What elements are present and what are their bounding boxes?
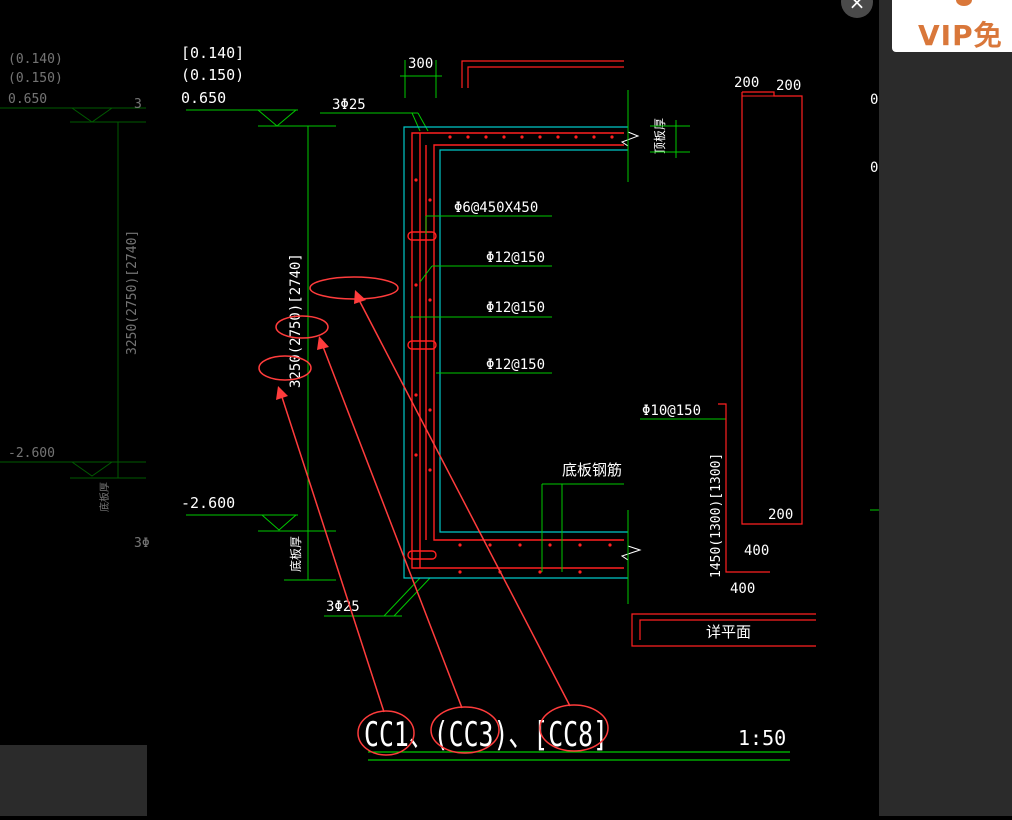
detail-ref-label: 详平面 xyxy=(706,623,751,641)
annotation-circle-cc8 xyxy=(539,704,609,752)
rebar-dots xyxy=(414,135,614,574)
annotation-circle-height-plain xyxy=(258,355,312,381)
horizontal-rebar-label-3: Φ12@150 xyxy=(486,357,545,373)
annotation-arrow-cc3 xyxy=(321,343,463,709)
wall-width-dim: 300 xyxy=(408,56,433,72)
detail-dim-top-left: 200 xyxy=(734,75,759,91)
wall-inner-outline xyxy=(439,149,628,533)
height-dim: 3250(2750)[2740] xyxy=(288,253,304,388)
wall-outline xyxy=(403,126,628,579)
ghost-right-label-b: 0 xyxy=(870,160,878,176)
annotation-circle-height-paren xyxy=(275,315,329,339)
horizontal-rebar-label-2: Φ12@150 xyxy=(486,300,545,316)
annotation-arrow-cc1 xyxy=(280,393,385,713)
ghost-elev-symbol-top xyxy=(71,107,113,123)
annotation-arrowheads xyxy=(276,290,366,400)
ghost-elev-top: (0.140) xyxy=(8,52,63,67)
elev-symbol-top xyxy=(257,109,297,127)
elev-symbol-bottom xyxy=(261,514,297,531)
bottom-bars-label: 3Φ25 xyxy=(326,599,360,615)
column-outline xyxy=(741,91,803,525)
break-line-top xyxy=(620,127,640,150)
arrowhead-cc1 xyxy=(276,386,288,400)
break-line-bottom xyxy=(620,532,642,578)
wall-section: [0.140] (0.150) 0.650 3Φ25 300 3250(2750… xyxy=(181,44,816,647)
close-icon: × xyxy=(848,0,866,14)
ghost-elev-mid: (0.150) xyxy=(8,71,63,86)
rebar-cage xyxy=(407,132,624,569)
arrowhead-cc3 xyxy=(317,336,329,350)
ghost-height-dim: 3250(2750)[2740] xyxy=(125,230,140,355)
vip-label: VIP免 xyxy=(918,19,1003,52)
vip-banner[interactable]: VIP免 xyxy=(892,0,1012,52)
ghost-right-fragments: 0 0 xyxy=(870,92,880,511)
stirrup-label: Φ10@150 xyxy=(642,403,701,419)
elev-top: [0.140] xyxy=(181,44,244,62)
ghost-elev-bottom: -2.600 xyxy=(8,446,55,461)
detail-dim-400-b: 400 xyxy=(730,581,755,597)
vip-logo-icon xyxy=(956,0,972,6)
ghost-left-section: (0.140) (0.150) 0.650 3 3250(2750)[2740]… xyxy=(0,52,150,551)
scale-label: 1:50 xyxy=(738,726,786,750)
annotation-arrow-cc8 xyxy=(357,297,571,707)
elev-base: 0.650 xyxy=(181,89,226,107)
annotation-circle-cc1 xyxy=(357,710,415,756)
arrowhead-cc8 xyxy=(354,290,366,304)
annotation-circle-cc3 xyxy=(430,706,500,754)
annotation-circle-height-bracket xyxy=(309,276,399,300)
annotation-markup xyxy=(258,276,609,756)
slab-rebar-label: 底板钢筋 xyxy=(562,461,622,479)
bottom-panel xyxy=(0,745,147,816)
detail-dim-400-a: 400 xyxy=(744,543,769,559)
ghost-elev-base: 0.650 xyxy=(8,92,47,107)
slab-thickness-label: 底板厚 xyxy=(288,536,303,572)
ghost-slab-thickness: 底板厚 xyxy=(98,482,111,512)
column-detail: 200 200 Φ10@150 1450(1300)[1300] 200 400… xyxy=(640,75,803,597)
elev-mid: (0.150) xyxy=(181,66,244,84)
elev-bottom: -2.600 xyxy=(181,494,235,512)
ghost-bar-bottom: 3Φ xyxy=(134,536,150,551)
tie-rebar-label: Φ6@450X450 xyxy=(454,200,538,216)
ghost-right-label-a: 0 xyxy=(870,92,878,108)
top-bars-label: 3Φ25 xyxy=(332,97,366,113)
detail-dim-top-right: 200 xyxy=(776,78,801,94)
ghost-bar-top: 3 xyxy=(134,97,142,112)
close-button[interactable]: × xyxy=(841,0,873,18)
ghost-elev-symbol-bottom xyxy=(71,461,113,477)
detail-height-dim: 1450(1300)[1300] xyxy=(709,453,724,578)
side-panel xyxy=(879,0,1012,816)
horizontal-rebar-label-1: Φ12@150 xyxy=(486,250,545,266)
detail-dim-200: 200 xyxy=(768,507,793,523)
wall-types-title: CC1、(CC3)、[CC8] xyxy=(364,715,608,755)
title-block: CC1、(CC3)、[CC8] 1:50 xyxy=(364,715,790,761)
side-slab-label: 顶板厚 xyxy=(653,118,667,154)
